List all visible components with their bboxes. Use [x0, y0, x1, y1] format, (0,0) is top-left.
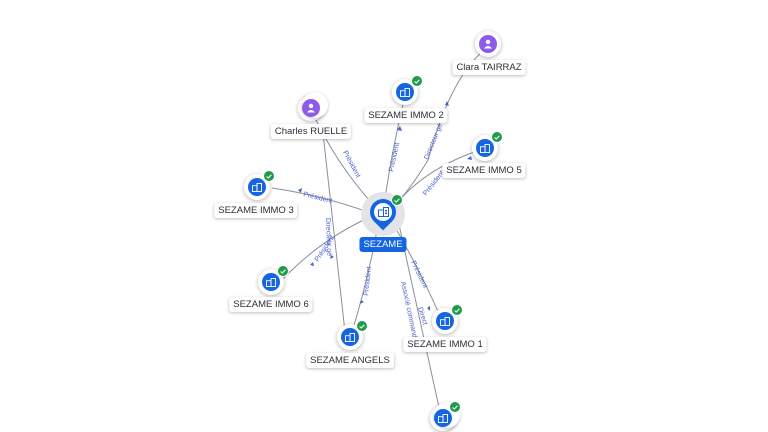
arrow-icon — [360, 300, 364, 304]
edge-label: Président — [303, 191, 333, 205]
check-badge-icon — [356, 320, 368, 332]
building-icon — [374, 203, 392, 221]
edge-charles-immo6 — [321, 123, 346, 333]
building-icon — [434, 409, 452, 427]
building-icon — [396, 83, 414, 101]
building-icon — [436, 312, 454, 330]
central-node-sezame[interactable] — [361, 192, 405, 236]
check-badge-icon — [491, 131, 503, 143]
arrow-icon — [467, 156, 472, 160]
building-icon — [341, 328, 359, 346]
edge-label: Associé commandit — [399, 281, 418, 342]
check-badge-icon — [449, 401, 461, 413]
check-badge-icon — [391, 194, 403, 206]
edge-label: Président — [388, 142, 401, 172]
node-label-sezame-immo-3[interactable]: SEZAME IMMO 3 — [214, 203, 298, 218]
edge-sezame-immo3 — [271, 187, 369, 213]
node-sezame-immo-2[interactable] — [392, 75, 423, 105]
person-icon — [479, 35, 497, 53]
check-badge-icon — [451, 304, 463, 316]
edge-label: Président — [341, 150, 361, 179]
check-badge-icon — [263, 170, 275, 182]
building-icon — [476, 139, 494, 157]
arrow-icon — [310, 262, 314, 266]
node-clara-tairraz[interactable] — [475, 31, 501, 57]
node-sezame-angels[interactable] — [337, 320, 368, 350]
building-icon — [248, 178, 266, 196]
edge-sezame-immo1 — [391, 221, 441, 317]
edge-label: Directeur gé — [324, 218, 332, 256]
arrow-icon — [445, 101, 449, 106]
building-icon — [262, 273, 280, 291]
edge-label: Direct — [416, 306, 428, 326]
person-icon — [302, 99, 320, 117]
node-sezame-immo-3[interactable] — [244, 170, 275, 200]
check-badge-icon — [411, 75, 423, 87]
node-label-sezame[interactable]: SEZAME — [359, 237, 407, 252]
node-label-sezame-immo-1[interactable]: SEZAME IMMO 1 — [403, 337, 487, 352]
node-label-sezame-immo-2[interactable]: SEZAME IMMO 2 — [364, 108, 448, 123]
edge-sezame-immo6-b — [281, 217, 369, 281]
check-badge-icon — [277, 265, 289, 277]
node-sezame-immo-1[interactable] — [432, 304, 463, 334]
node-label-clara-tairraz[interactable]: Clara TAIRRAZ — [452, 60, 526, 75]
edge-label: Président — [363, 266, 373, 296]
node-sezame-immo-6[interactable] — [258, 265, 289, 295]
arrow-icon — [298, 188, 302, 193]
arrow-icon — [397, 126, 402, 131]
node-label-sezame-angels[interactable]: SEZAME ANGELS — [306, 353, 394, 368]
node-bottom-company[interactable] — [430, 401, 461, 431]
edge-sezame-angels — [351, 224, 379, 333]
node-label-charles-ruelle[interactable]: Charles RUELLE — [270, 124, 352, 139]
node-label-sezame-immo-5[interactable]: SEZAME IMMO 5 — [442, 163, 526, 178]
edge-label: Directeur gé — [423, 123, 444, 161]
node-charles-ruelle[interactable] — [298, 92, 328, 121]
node-sezame-immo-5[interactable] — [472, 131, 503, 161]
arrow-icon — [330, 255, 334, 259]
arrow-icon — [427, 306, 430, 311]
node-label-sezame-immo-6[interactable]: SEZAME IMMO 6 — [229, 297, 313, 312]
